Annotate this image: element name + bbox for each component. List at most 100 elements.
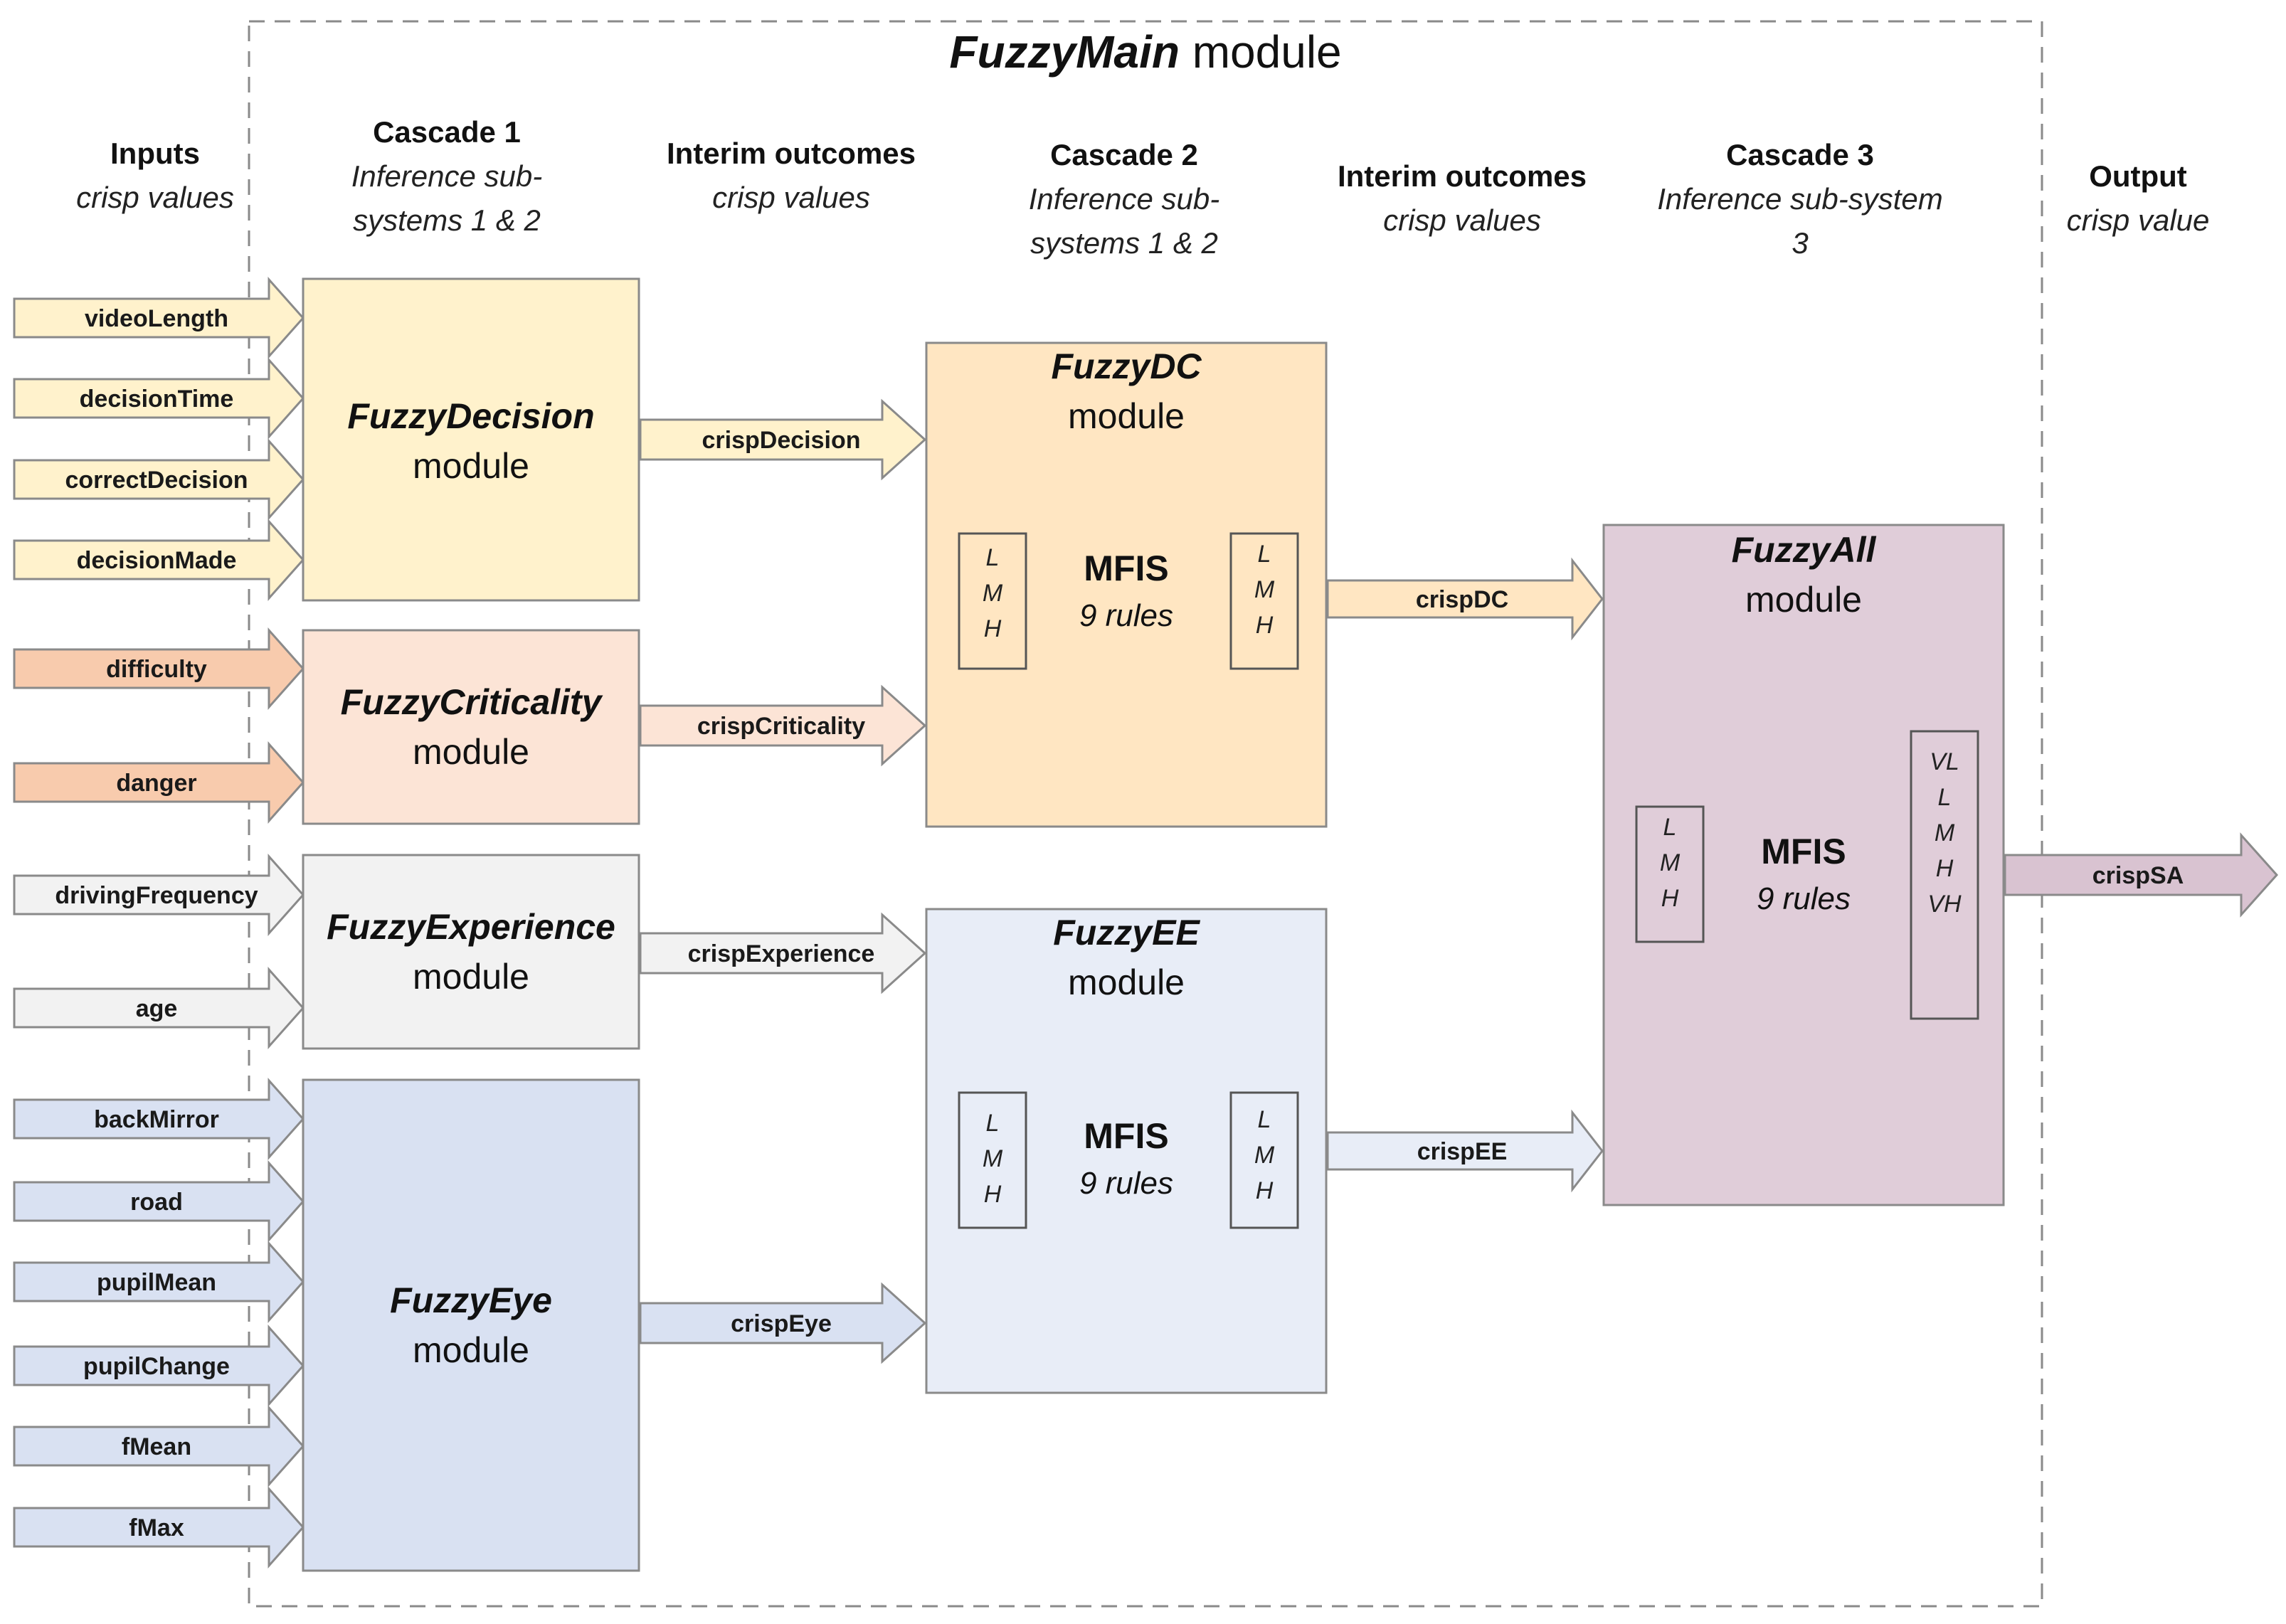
fuzzydc-name: FuzzyDC <box>1051 346 1202 386</box>
crispee-label: crispEE <box>1417 1138 1508 1165</box>
crispsa-label: crispSA <box>2092 862 2184 889</box>
input-label: correctDecision <box>65 467 248 494</box>
input-label: decisionMade <box>77 547 237 574</box>
fuzzydc-module: FuzzyDC module MFIS 9 rules L M H L M H <box>925 341 1328 828</box>
arrow-crispee: crispEE <box>1326 1109 1604 1193</box>
fuzzyall-input-mf: L M H <box>1635 805 1705 943</box>
arrow-crispexperience: crispExperience <box>639 912 927 994</box>
input-arrow-pupilChange: pupilChange <box>13 1325 305 1407</box>
input-arrow-fMax: fMax <box>13 1486 305 1569</box>
input-arrow-backMirror: backMirror <box>13 1078 305 1160</box>
mf-label: M <box>1935 819 1955 847</box>
header-cascade-2: Cascade 2 Inference sub- systems 1 & 2 <box>1029 138 1220 260</box>
header-cascade-1-title: Cascade 1 <box>373 115 521 149</box>
fuzzydecision-name: FuzzyDecision <box>347 396 594 436</box>
header-inputs: Inputs crisp values <box>76 137 234 214</box>
mf-label: L <box>986 1110 1000 1137</box>
input-arrow-pupilMean: pupilMean <box>13 1241 305 1323</box>
arrow-crispeye: crispEye <box>639 1282 927 1364</box>
diagram-title-rest: module <box>1180 26 1342 78</box>
header-cascade-3-line-2: 3 <box>1792 226 1808 260</box>
header-inputs-title: Inputs <box>110 137 200 170</box>
header-output-title: Output <box>2089 159 2187 193</box>
mf-label: L <box>1938 784 1952 811</box>
fuzzydecision-suffix: module <box>413 446 529 486</box>
fuzzyee-mfis: MFIS <box>1084 1116 1168 1156</box>
header-cascade-2-title: Cascade 2 <box>1050 138 1198 171</box>
input-arrow-correctDecision: correctDecision <box>13 438 305 521</box>
fuzzyexperience-suffix: module <box>413 957 529 997</box>
mf-label: L <box>986 544 1000 571</box>
mf-label: L <box>1258 541 1271 568</box>
fuzzymain-frame <box>248 20 2043 1608</box>
header-output-line-1: crisp value <box>2067 203 2210 237</box>
mf-label: M <box>1254 576 1275 603</box>
fuzzyee-rules: 9 rules <box>1079 1166 1173 1201</box>
fuzzyee-output-mf: L M H <box>1229 1091 1299 1229</box>
fuzzyall-mfis: MFIS <box>1761 832 1846 871</box>
crispeye-label: crispEye <box>731 1310 832 1337</box>
fuzzyall-name: FuzzyAll <box>1732 530 1877 570</box>
fuzzyeye-name: FuzzyEye <box>390 1280 552 1320</box>
input-label: drivingFrequency <box>55 882 258 909</box>
input-arrow-decisionTime: decisionTime <box>13 357 305 440</box>
arrow-crispdecision: crispDecision <box>639 398 927 481</box>
fuzzyexperience-module: FuzzyExperience module <box>302 854 640 1050</box>
mf-label: M <box>1660 849 1681 876</box>
mf-label: H <box>984 1181 1002 1208</box>
fuzzydc-output-mf: L M H <box>1229 532 1299 670</box>
header-interim-1-line-1: crisp values <box>712 181 870 214</box>
input-arrow-danger: danger <box>13 741 305 824</box>
header-inputs-line-1: crisp values <box>76 181 234 214</box>
input-label: age <box>136 995 178 1022</box>
fuzzyee-name: FuzzyEE <box>1053 913 1200 952</box>
fuzzycriticality-module: FuzzyCriticality module <box>302 629 640 825</box>
arrow-crispcriticality: crispCriticality <box>639 684 927 767</box>
crispexperience-label: crispExperience <box>688 940 875 967</box>
header-cascade-1-line-2: systems 1 & 2 <box>353 203 541 237</box>
crispdc-label: crispDC <box>1416 586 1508 613</box>
fuzzydecision-module: FuzzyDecision module <box>302 277 640 602</box>
header-cascade-1-line-1: Inference sub- <box>351 159 543 193</box>
input-label: fMean <box>122 1433 191 1460</box>
input-arrow-drivingFrequency: drivingFrequency <box>13 854 305 936</box>
mf-label: M <box>983 1145 1003 1172</box>
mf-label: H <box>984 615 1002 642</box>
mf-label: H <box>1256 1177 1274 1204</box>
input-label: road <box>130 1189 183 1216</box>
diagram-title-emph: FuzzyMain <box>949 26 1180 78</box>
arrow-crispdc: crispDC <box>1326 557 1604 641</box>
mf-label: H <box>1661 885 1679 912</box>
header-cascade-3: Cascade 3 Inference sub-system 3 <box>1657 138 1943 260</box>
header-cascade-1: Cascade 1 Inference sub- systems 1 & 2 <box>351 115 543 237</box>
header-cascade-2-line-2: systems 1 & 2 <box>1030 226 1218 260</box>
fuzzyall-suffix: module <box>1745 580 1862 620</box>
input-arrows: videoLengthdecisionTimecorrectDecisionde… <box>13 277 305 1569</box>
fuzzydc-input-mf: L M H <box>958 532 1027 670</box>
mf-label: H <box>1256 612 1274 639</box>
fuzzydc-suffix: module <box>1068 396 1185 436</box>
header-cascade-3-title: Cascade 3 <box>1726 138 1874 171</box>
fuzzyall-rules: 9 rules <box>1757 881 1851 916</box>
header-interim-1-title: Interim outcomes <box>667 137 916 170</box>
fuzzyall-output-mf: VL L M H VH <box>1910 730 1979 1020</box>
mf-label: VL <box>1930 748 1959 775</box>
input-arrow-fMean: fMean <box>13 1405 305 1487</box>
mf-label: L <box>1663 814 1677 841</box>
input-label: pupilMean <box>97 1269 216 1296</box>
header-interim-2-title: Interim outcomes <box>1338 159 1587 193</box>
input-arrow-difficulty: difficulty <box>13 627 305 710</box>
fuzzyexperience-name: FuzzyExperience <box>327 907 615 947</box>
fuzzycriticality-name: FuzzyCriticality <box>341 682 603 722</box>
mf-label: M <box>1254 1142 1275 1169</box>
header-interim-2: Interim outcomes crisp values <box>1338 159 1587 237</box>
mf-label: H <box>1936 855 1954 882</box>
input-label: decisionTime <box>80 386 234 413</box>
fuzzyee-input-mf: L M H <box>958 1091 1027 1229</box>
input-arrow-decisionMade: decisionMade <box>13 519 305 601</box>
header-interim-1: Interim outcomes crisp values <box>667 137 916 214</box>
fuzzyeye-suffix: module <box>413 1330 529 1370</box>
mf-label: VH <box>1927 891 1962 918</box>
fuzzyall-module: FuzzyAll module MFIS 9 rules L M H VL L … <box>1602 524 2005 1206</box>
